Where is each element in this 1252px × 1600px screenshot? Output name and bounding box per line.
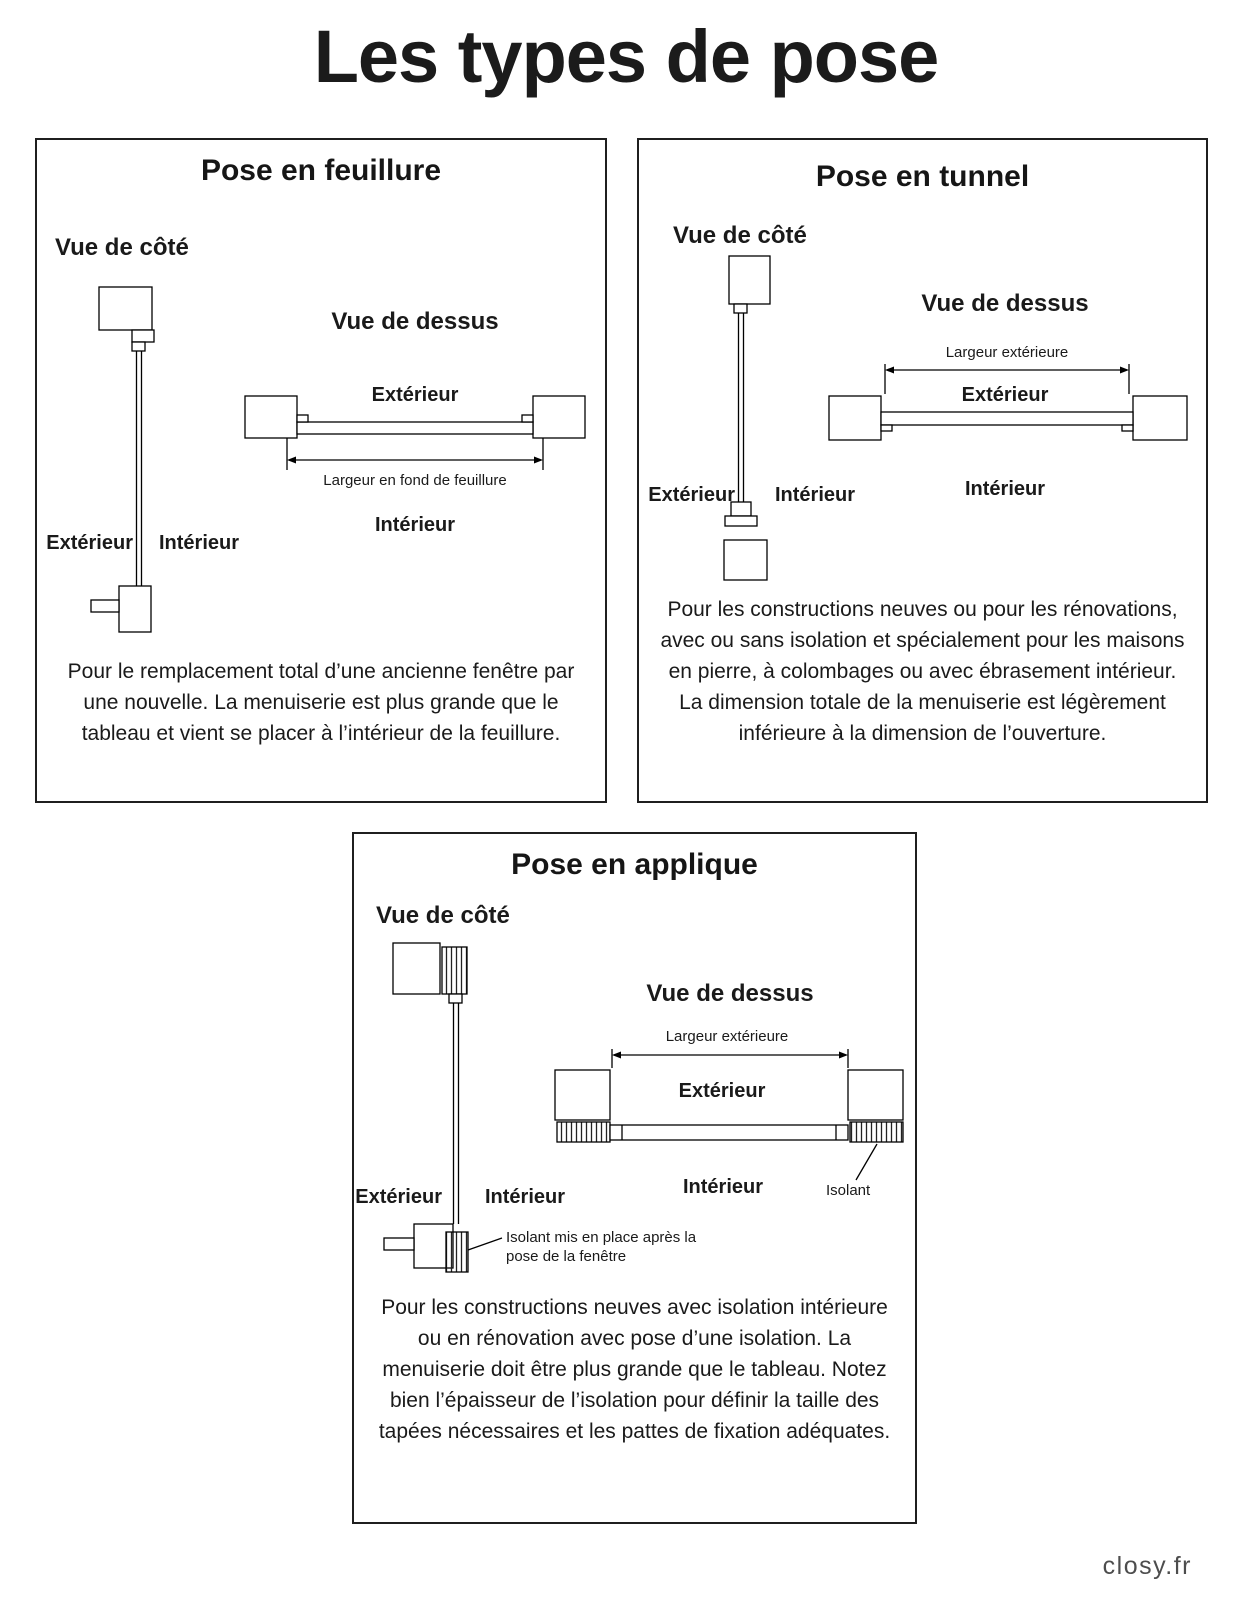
tunnel-top-view-label: Vue de dessus — [921, 290, 1089, 317]
tunnel-side-view-label: Vue de côté — [673, 222, 807, 249]
tunnel-side-view-drawing — [723, 255, 771, 581]
tunnel-interior-top-label: Intérieur — [964, 478, 1046, 500]
panel-tunnel: Pose en tunnel Vue de côté Vue de dessus… — [637, 138, 1208, 803]
tunnel-interior-side-label: Intérieur — [775, 484, 856, 506]
feuillure-description: Pour le remplacement total d’une ancienn… — [67, 660, 575, 745]
feuillure-side-view-label: Vue de côté — [55, 234, 189, 261]
applique-interior-top-label: Intérieur — [682, 1176, 764, 1198]
applique-side-view-drawing — [383, 942, 503, 1273]
applique-dimension-label: Largeur extérieure — [665, 1028, 789, 1045]
applique-dimension-line — [611, 1049, 849, 1068]
panel-applique: Pose en applique Vue de côté Vue de dess… — [352, 832, 917, 1524]
feuillure-exterior-side-label: Extérieur — [46, 532, 133, 554]
applique-interior-side-label: Intérieur — [485, 1186, 566, 1208]
feuillure-dimension-label: Largeur en fond de feuillure — [323, 472, 507, 489]
feuillure-interior-side-label: Intérieur — [159, 532, 240, 554]
tunnel-exterior-side-label: Extérieur — [648, 484, 735, 506]
footer-brand: closy.fr — [1102, 1552, 1192, 1580]
feuillure-title: Pose en feuillure — [200, 154, 442, 187]
tunnel-title: Pose en tunnel — [815, 160, 1030, 193]
applique-description: Pour les constructions neuves avec isola… — [378, 1296, 891, 1443]
applique-exterior-top-label: Extérieur — [678, 1080, 766, 1102]
applique-top-view-label: Vue de dessus — [646, 980, 814, 1007]
applique-title: Pose en applique — [511, 848, 758, 881]
feuillure-side-view-drawing — [90, 286, 155, 633]
feuillure-dimension-line — [286, 438, 544, 470]
tunnel-dimension-label: Largeur extérieure — [945, 344, 1069, 361]
tunnel-exterior-top-label: Extérieur — [961, 384, 1049, 406]
feuillure-exterior-top-label: Extérieur — [371, 384, 459, 406]
feuillure-top-view-label: Vue de dessus — [331, 308, 499, 335]
applique-exterior-side-label: Extérieur — [355, 1186, 442, 1208]
feuillure-interior-top-label: Intérieur — [374, 514, 456, 536]
page-title: Les types de pose — [313, 15, 940, 98]
applique-isolant-annotation: Isolant mis en place après la pose de la… — [506, 1229, 697, 1265]
panel-feuillure: Pose en feuillure Vue de côté Vue de des… — [35, 138, 607, 803]
tunnel-description: Pour les constructions neuves ou pour le… — [660, 598, 1185, 745]
applique-isolant-label: Isolant — [826, 1182, 871, 1199]
applique-side-view-label: Vue de côté — [376, 902, 510, 929]
